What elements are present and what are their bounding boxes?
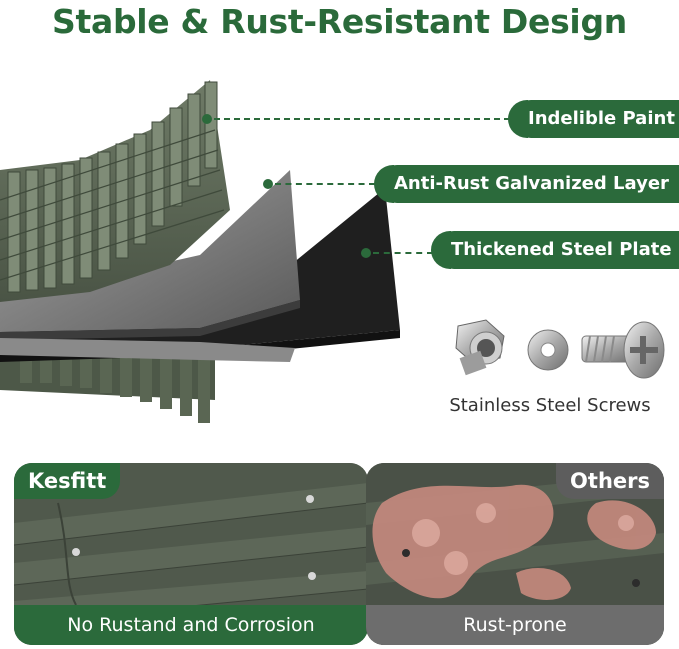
kesfitt-caption: No Rustand and Corrosion <box>14 605 368 645</box>
label-galvanized-layer: Anti-Rust Galvanized Layer <box>374 165 679 203</box>
label-steel-plate: Thickened Steel Plate <box>431 231 679 269</box>
others-panel: Others Rust-prone <box>366 463 664 645</box>
steel-leader-line <box>373 252 433 254</box>
galvanized-dot <box>263 179 273 189</box>
page-title: Stable & Rust-Resistant Design <box>52 2 627 41</box>
kesfitt-panel: Kesfitt No Rustand and Corrosion <box>14 463 368 645</box>
label-indelible-paint: Indelible Paint <box>508 100 679 138</box>
screws-caption: Stainless Steel Screws <box>449 395 651 416</box>
stainless-steel-screws-image <box>455 319 665 379</box>
nut-icon <box>455 319 505 376</box>
others-tag: Others <box>556 463 664 499</box>
paint-leader-line <box>214 118 510 120</box>
kesfitt-tag: Kesfitt <box>14 463 121 499</box>
screw-icon <box>581 321 665 379</box>
paint-dot <box>202 114 212 124</box>
steel-dot <box>361 248 371 258</box>
washer-icon <box>527 329 569 371</box>
galvanized-leader-line <box>275 183 375 185</box>
others-caption: Rust-prone <box>366 605 664 645</box>
layer-illustration <box>0 80 400 423</box>
